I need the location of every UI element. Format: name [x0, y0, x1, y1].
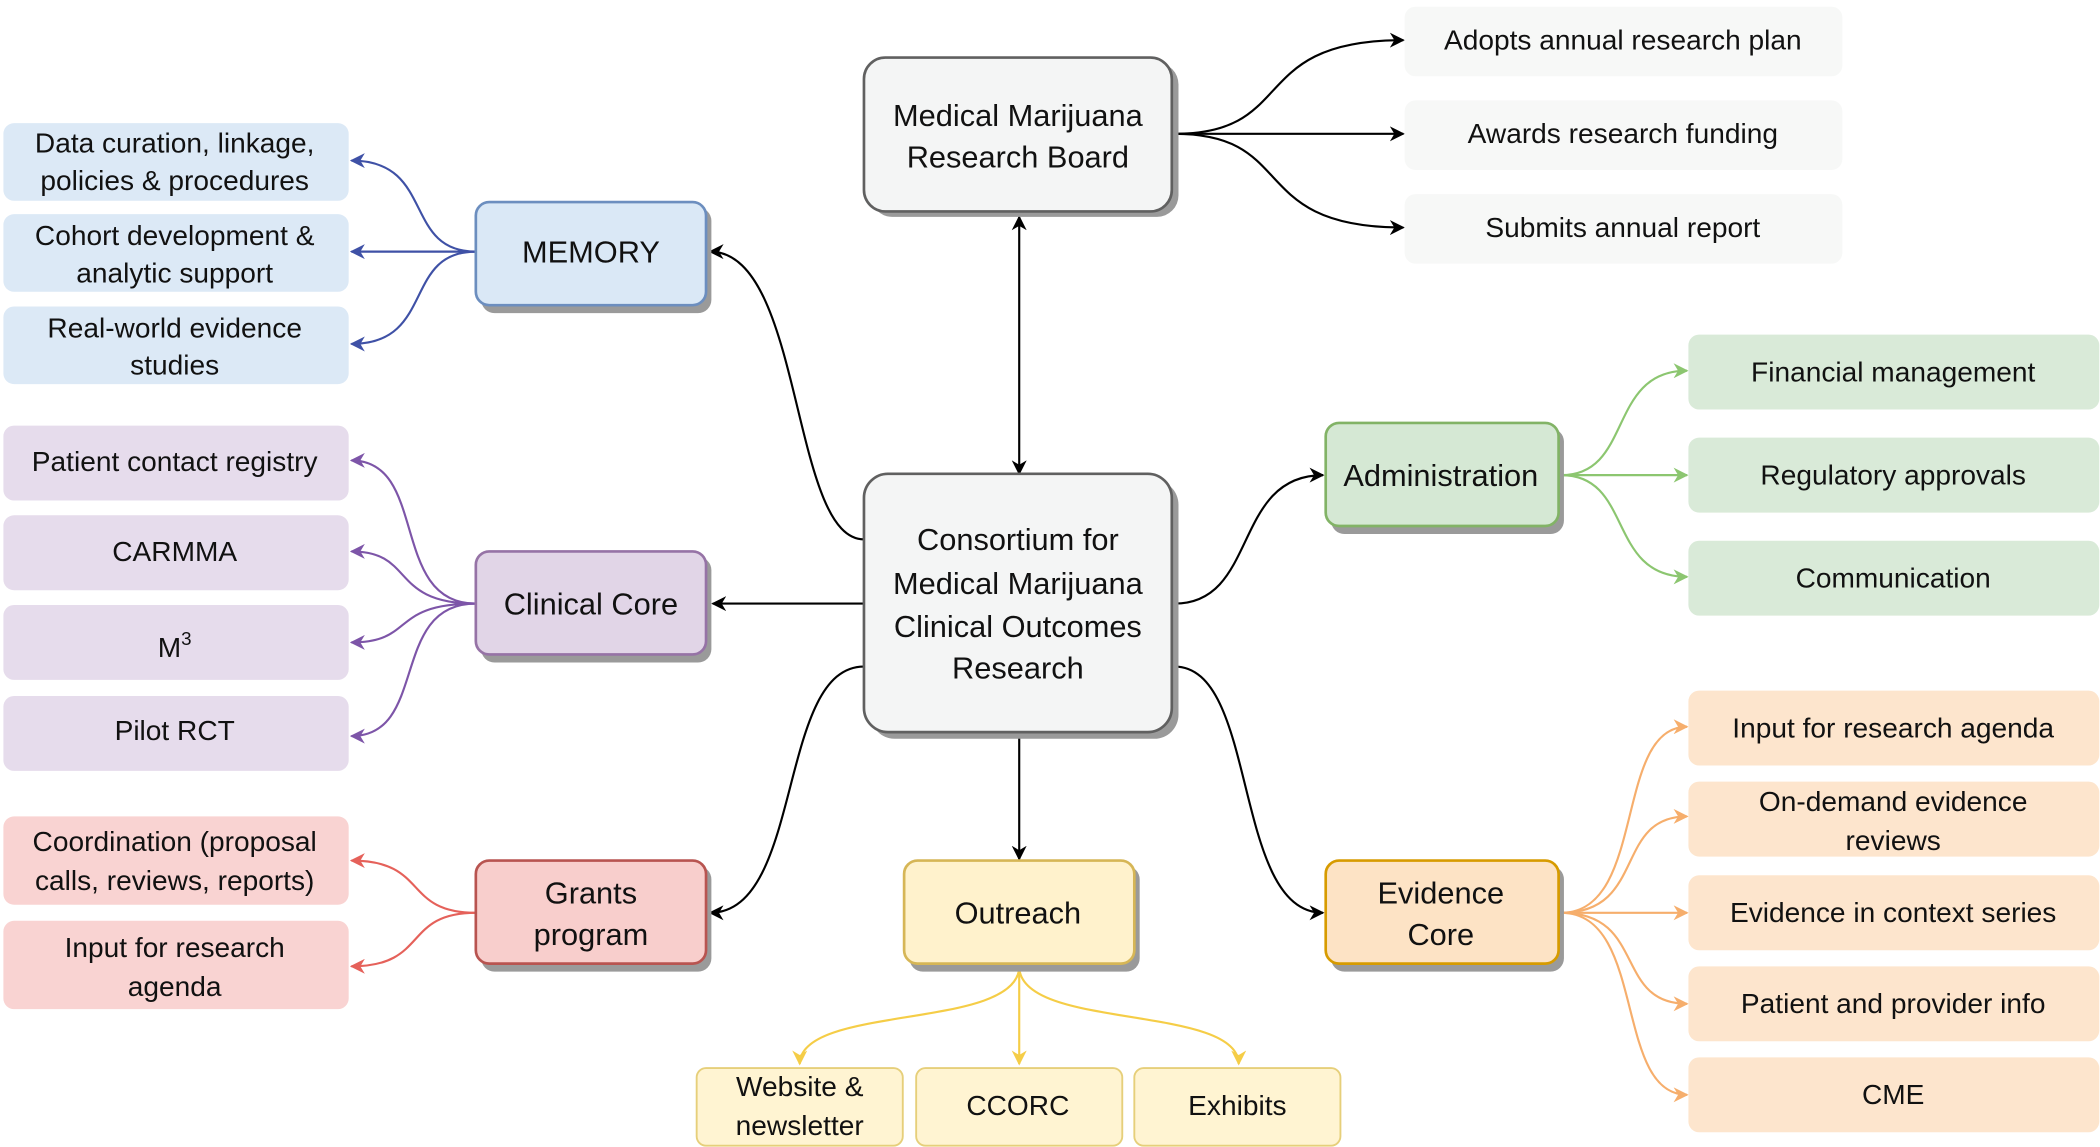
- admin-item-text: Regulatory approvals: [1760, 459, 2025, 490]
- memory-item[interactable]: Real-world evidence studies: [3, 306, 349, 385]
- memory-item-line: policies & procedures: [40, 165, 309, 196]
- memory-item-line: Cohort development &: [35, 220, 315, 251]
- clinical-item-text: Pilot RCT: [115, 715, 235, 746]
- grants-connectors: [349, 853, 476, 974]
- memory-item[interactable]: Data curation, linkage, policies & proce…: [3, 123, 349, 201]
- clinical-connectors: [349, 452, 476, 744]
- board-item[interactable]: Adopts annual research plan: [1404, 6, 1843, 77]
- admin-label: Administration: [1343, 458, 1538, 493]
- center-label-line4: Research: [952, 651, 1084, 686]
- evidence-item-line: On-demand evidence: [1759, 786, 2028, 817]
- node-administration[interactable]: Administration: [1324, 421, 1564, 535]
- node-clinical-core[interactable]: Clinical Core: [474, 550, 712, 663]
- admin-connectors: [1561, 363, 1689, 585]
- main-connectors: [708, 32, 1405, 921]
- edge-center-grants: [708, 665, 864, 921]
- clinical-item[interactable]: Patient contact registry: [3, 425, 349, 501]
- center-label-line1: Consortium for: [917, 522, 1119, 557]
- board-items: Adopts annual research plan Awards resea…: [1404, 6, 1843, 264]
- center-label-line3: Clinical Outcomes: [894, 609, 1142, 644]
- outreach-item-line: newsletter: [736, 1110, 864, 1141]
- evidence-connectors: [1561, 719, 1689, 1103]
- board-item[interactable]: Submits annual report: [1404, 194, 1843, 264]
- evidence-item-text: Input for research agenda: [1732, 712, 2054, 743]
- admin-item[interactable]: Communication: [1688, 540, 2100, 616]
- evidence-item-text: Patient and provider info: [1741, 988, 2046, 1019]
- grants-item[interactable]: Input for research agenda: [3, 920, 349, 1010]
- outreach-item[interactable]: Exhibits: [1133, 1067, 1342, 1147]
- clinical-item[interactable]: CARMMA: [3, 515, 349, 591]
- edge-center-evidence: [1174, 665, 1325, 921]
- outreach-item[interactable]: Website & newsletter: [695, 1067, 904, 1147]
- memory-item-line: Real-world evidence: [47, 312, 302, 343]
- clinical-item-text: CARMMA: [112, 536, 237, 567]
- grants-item-line: calls, reviews, reports): [35, 865, 314, 896]
- memory-item[interactable]: Cohort development & analytic support: [3, 214, 349, 292]
- clinical-label: Clinical Core: [504, 586, 678, 621]
- memory-item-line: analytic support: [76, 257, 273, 288]
- node-consortium[interactable]: Consortium for Medical Marijuana Clinica…: [862, 472, 1179, 739]
- clinical-item[interactable]: Pilot RCT: [3, 695, 349, 771]
- evidence-item-text: CME: [1862, 1079, 1924, 1110]
- clinical-items: Patient contact registry CARMMA M3 Pilot…: [3, 425, 349, 771]
- board-label-line1: Medical Marijuana: [893, 98, 1144, 133]
- grants-item-line: Input for research: [65, 932, 285, 963]
- edge-board-item3: [1174, 132, 1405, 236]
- evidence-item[interactable]: Patient and provider info: [1688, 966, 2100, 1042]
- board-label-line2: Research Board: [907, 139, 1129, 174]
- grants-item-line: Coordination (proposal: [33, 826, 317, 857]
- edge-center-admin: [1174, 467, 1325, 605]
- memory-connectors: [349, 153, 476, 352]
- outreach-item[interactable]: CCORC: [915, 1067, 1124, 1147]
- admin-item[interactable]: Financial management: [1688, 334, 2100, 410]
- node-outreach[interactable]: Outreach: [902, 859, 1140, 972]
- clinical-item-text: Patient contact registry: [32, 446, 318, 477]
- evidence-items: Input for research agenda On-demand evid…: [1688, 690, 2100, 1133]
- clinical-item-m3: M3: [158, 628, 192, 663]
- grants-item-line: agenda: [128, 971, 222, 1002]
- memory-item-line: studies: [130, 350, 219, 381]
- edge-center-memory: [708, 244, 864, 541]
- evidence-item-text: Evidence in context series: [1730, 897, 2056, 928]
- evidence-item[interactable]: CME: [1688, 1057, 2100, 1133]
- grants-label-line2: program: [534, 917, 649, 952]
- evidence-label-line2: Core: [1407, 917, 1474, 952]
- board-item-text: Adopts annual research plan: [1444, 25, 1802, 56]
- admin-items: Financial management Regulatory approval…: [1688, 334, 2100, 616]
- node-evidence-core[interactable]: Evidence Core: [1324, 859, 1564, 972]
- board-item[interactable]: Awards research funding: [1404, 100, 1843, 170]
- outreach-item-text: CCORC: [966, 1090, 1069, 1121]
- board-item-text: Submits annual report: [1485, 212, 1760, 243]
- grants-items: Coordination (proposal calls, reviews, r…: [3, 816, 349, 1010]
- grants-item[interactable]: Coordination (proposal calls, reviews, r…: [3, 816, 349, 905]
- center-label-line2: Medical Marijuana: [893, 566, 1144, 601]
- clinical-item[interactable]: M3: [3, 604, 349, 680]
- node-memory[interactable]: MEMORY: [474, 200, 712, 314]
- memory-label: MEMORY: [522, 234, 660, 269]
- evidence-label-line1: Evidence: [1378, 875, 1505, 910]
- evidence-item[interactable]: Evidence in context series: [1688, 875, 2100, 951]
- memory-item-line: Data curation, linkage,: [35, 128, 315, 159]
- outreach-item-text: Exhibits: [1188, 1090, 1286, 1121]
- grants-label-line1: Grants: [545, 875, 637, 910]
- outreach-item-line: Website &: [736, 1071, 864, 1102]
- admin-item-text: Communication: [1796, 563, 1991, 594]
- node-research-board[interactable]: Medical Marijuana Research Board: [862, 56, 1179, 217]
- evidence-item[interactable]: Input for research agenda: [1688, 690, 2100, 766]
- outreach-items: Website & newsletter CCORC Exhibits: [695, 1067, 1342, 1147]
- evidence-item[interactable]: On-demand evidence reviews: [1688, 781, 2100, 857]
- admin-item-text: Financial management: [1751, 356, 2035, 387]
- admin-item[interactable]: Regulatory approvals: [1688, 437, 2100, 513]
- outreach-label: Outreach: [955, 895, 1082, 930]
- memory-items: Data curation, linkage, policies & proce…: [3, 123, 349, 385]
- evidence-item-line: reviews: [1846, 825, 1941, 856]
- outreach-connectors: [792, 966, 1247, 1066]
- board-item-text: Awards research funding: [1468, 118, 1778, 149]
- edge-board-item1: [1174, 32, 1405, 135]
- node-grants-program[interactable]: Grants program: [474, 859, 712, 972]
